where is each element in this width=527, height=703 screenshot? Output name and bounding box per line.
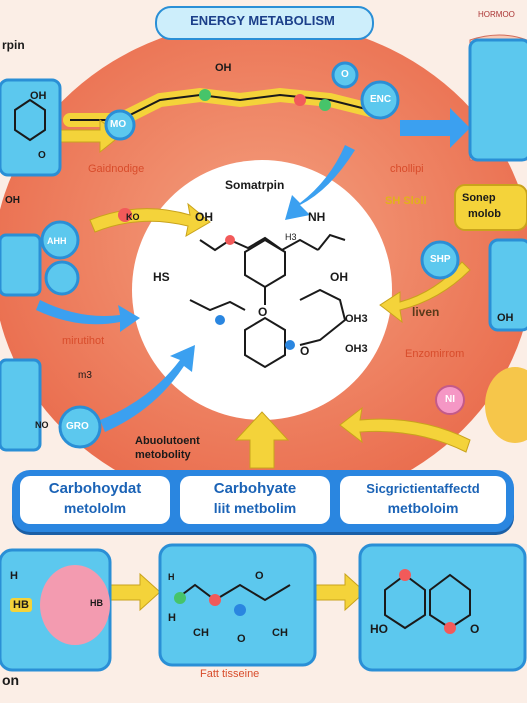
center-molecule xyxy=(189,233,347,369)
bar-cell1-line2: metololm xyxy=(63,500,127,516)
sonep-bottom-label: molob xyxy=(468,208,501,220)
top-blue-label: O xyxy=(341,69,349,80)
center-oh3: OH3 xyxy=(345,313,368,325)
left-no-small: NO xyxy=(35,420,49,430)
top-oh-label: OH xyxy=(215,62,232,74)
bar-cell2-line2: liit metbolim xyxy=(213,500,297,516)
arrow-up-center xyxy=(234,411,290,469)
bar-cell3-line2: metboloim xyxy=(387,500,459,516)
bar-cell-carbohydrate: Carbohoydat metololm xyxy=(20,476,170,524)
bottom-mid-o2: O xyxy=(237,633,246,645)
arrow-top-right xyxy=(400,108,470,148)
bottom-right-o: O xyxy=(470,622,480,636)
chollipi-label: chollipi xyxy=(390,163,424,175)
arrow-to-center-right xyxy=(285,145,355,220)
bottom-h-label: H xyxy=(10,570,18,582)
center-oh4: OH3 xyxy=(345,343,368,355)
m3-label: m3 xyxy=(78,370,92,381)
left-oh-small: OH xyxy=(5,195,20,206)
absolutent-label: Abuolutoent xyxy=(135,435,200,447)
center-title: Somatrpin xyxy=(225,178,285,192)
bottom-mid-ch: CH xyxy=(193,627,209,639)
lower-h-small: H xyxy=(168,572,175,582)
liven-label: liven xyxy=(412,305,440,319)
arrow-lower-left-up xyxy=(100,345,195,432)
minutihot-label: mirutihot xyxy=(62,335,105,347)
center-hs: HS xyxy=(153,270,170,284)
corner-label-top-left: rpin xyxy=(2,38,25,52)
corner-label-bottom-left: on xyxy=(2,672,20,688)
fat-tissue-label: Fatt tisseine xyxy=(200,668,260,680)
lower-hb-small: HB xyxy=(90,598,103,608)
enzymes-label: Enzomirrom xyxy=(405,348,465,360)
top-right-ring-label: ENC xyxy=(370,94,392,105)
fat-note-label: SH Sloll xyxy=(385,195,427,207)
organ-bottom xyxy=(40,565,110,645)
panel-right-yellow xyxy=(454,184,527,231)
center-o-low: O xyxy=(300,344,310,358)
bar-cell2-line1: Carbohyate xyxy=(213,480,297,497)
arrow-lower-right xyxy=(339,406,471,453)
bar-cell-protein: Sicgrictientaffectd metboloim xyxy=(340,476,506,524)
bottom-mid-o: O xyxy=(255,570,264,582)
bar-cell1-line1: Carbohoydat xyxy=(48,480,142,497)
center-nh: NH xyxy=(308,210,326,224)
page-title: ENERGY METABOLISM xyxy=(190,13,335,28)
bottom-right-ho: HO xyxy=(370,622,388,636)
metobolity-label: metobolity xyxy=(135,449,191,461)
title-pill xyxy=(155,6,374,40)
top-left-node-label: MO xyxy=(110,119,127,130)
bottom-hb-label: HB xyxy=(10,598,32,612)
center-o-mid: O xyxy=(258,305,268,319)
arrow-left-lower xyxy=(36,300,140,332)
bottom-mid-h: H xyxy=(168,612,176,624)
arrow-bottom-2 xyxy=(314,572,366,612)
gro-label: GRO xyxy=(66,421,89,432)
left-1o-small: O xyxy=(38,150,46,161)
bottom-mid-ch2: CH xyxy=(272,627,288,639)
ni-label: NI xyxy=(445,394,455,405)
bar-cell-lipid: Carbohyate liit metbolim xyxy=(180,476,330,524)
panel-left-top xyxy=(0,78,62,177)
shp-label: SHP xyxy=(430,254,451,265)
sonep-top-label: Sonep xyxy=(462,192,496,204)
metabolism-bar: Carbohoydat metololm Carbohyate liit met… xyxy=(12,470,514,532)
left-ko-small: KO xyxy=(126,212,140,222)
right-oh-label: OH xyxy=(497,312,514,324)
corner-label-top-right: HORMOO xyxy=(478,10,515,19)
center-oh2: OH xyxy=(330,270,348,284)
gluconeogenesis-label: Gaidnodige xyxy=(88,163,145,175)
bar-cell3-line1: Sicgrictientaffectd xyxy=(366,481,480,496)
center-h3: H3 xyxy=(285,232,297,242)
center-oh1: OH xyxy=(195,210,213,224)
organ-right xyxy=(485,367,527,443)
arrow-bottom-1 xyxy=(109,572,161,612)
left-ring-oh-label: OH xyxy=(30,90,47,102)
left-ring-ahh-label: AHH xyxy=(47,236,67,246)
